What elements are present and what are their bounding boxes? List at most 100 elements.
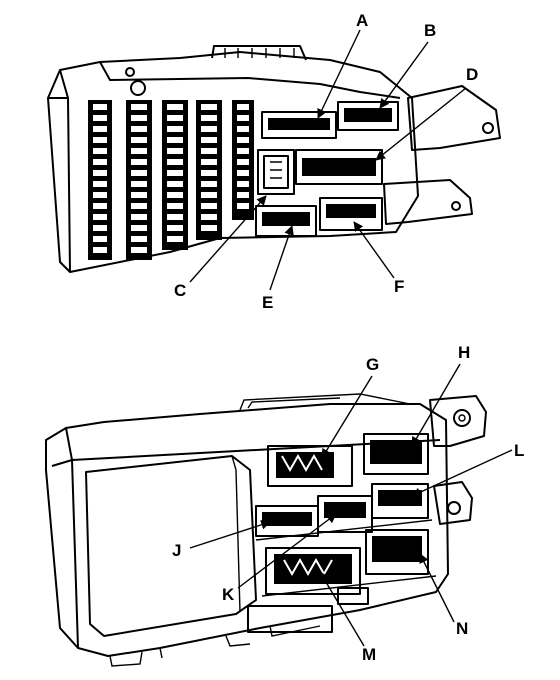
connector-e-socket — [255, 205, 317, 237]
fuse-slot — [201, 159, 217, 165]
fuse-slot — [93, 137, 107, 143]
callout-g: G — [321, 355, 379, 459]
fuse-slot — [237, 192, 249, 198]
fuse-slot — [131, 225, 147, 231]
fuse-slot — [201, 148, 217, 154]
svg-text:H: H — [458, 343, 470, 362]
svg-text:N: N — [456, 619, 468, 638]
svg-text:L: L — [514, 441, 524, 460]
fuse-slot — [93, 159, 107, 165]
fuse-slot — [131, 247, 147, 253]
fuse-slot — [201, 225, 217, 231]
callout-e: E — [262, 225, 294, 312]
fuse-slot — [237, 203, 249, 209]
connector-b-socket — [337, 101, 399, 131]
fuse-slot — [201, 203, 217, 209]
fuse-slot — [237, 137, 249, 143]
fuse-slot — [237, 159, 249, 165]
fuse-slot — [237, 148, 249, 154]
fuse-slot — [131, 115, 147, 121]
fuse-slot — [93, 115, 107, 121]
fuse-slot — [237, 104, 249, 110]
fuse-slot — [237, 181, 249, 187]
svg-text:J: J — [172, 541, 181, 560]
fuse-slot — [93, 192, 107, 198]
svg-text:A: A — [356, 11, 368, 30]
fuse-slot — [167, 148, 183, 154]
fuse-slot — [201, 104, 217, 110]
callout-k: K — [222, 513, 337, 604]
connector-d-socket — [295, 149, 383, 185]
fuse-slot — [131, 170, 147, 176]
fuse-slot — [131, 203, 147, 209]
fuse-slot — [93, 203, 107, 209]
fuse-slot — [131, 214, 147, 220]
callout-b: B — [379, 21, 436, 109]
fuse-slot — [167, 104, 183, 110]
connector-c-socket — [257, 149, 295, 195]
upper-junction-block — [47, 45, 501, 273]
callout-f: F — [353, 221, 404, 296]
svg-text:C: C — [174, 281, 186, 300]
fuse-slot — [167, 126, 183, 132]
fuse-slot — [201, 170, 217, 176]
svg-text:F: F — [394, 277, 404, 296]
connector-f-socket — [319, 197, 383, 231]
svg-text:K: K — [222, 585, 235, 604]
fuse-slot — [93, 236, 107, 242]
fuse-slot — [167, 137, 183, 143]
connector-g-socket — [267, 445, 353, 487]
fuse-slot — [167, 170, 183, 176]
fuse-slot — [93, 247, 107, 253]
fuse-slot — [167, 192, 183, 198]
fuse-slot — [201, 115, 217, 121]
fuse-slot — [93, 181, 107, 187]
connector-a-socket — [261, 111, 337, 139]
fuse-slot — [237, 170, 249, 176]
fuse-slot — [167, 203, 183, 209]
fuse-slot — [167, 225, 183, 231]
callout-c: C — [174, 195, 267, 300]
fuse-slot — [131, 104, 147, 110]
fuse-slot — [131, 159, 147, 165]
fuse-slot — [237, 115, 249, 121]
fuse-slot — [93, 104, 107, 110]
callout-n: N — [419, 553, 468, 638]
fuse-slot — [93, 126, 107, 132]
fuse-array — [88, 100, 254, 260]
svg-text:B: B — [424, 21, 436, 40]
connector-n-socket — [365, 529, 429, 575]
callout-d: D — [375, 65, 478, 161]
fuse-slot — [201, 214, 217, 220]
connector-k-socket — [317, 495, 373, 533]
fuse-slot — [131, 148, 147, 154]
connector-l-socket — [371, 483, 429, 519]
fuse-slot — [201, 181, 217, 187]
callout-m: M — [319, 571, 376, 664]
connector-h-socket — [363, 433, 429, 475]
fuse-slot — [201, 137, 217, 143]
fuse-slot — [93, 148, 107, 154]
lower-junction-block — [45, 393, 487, 667]
callout-h: H — [411, 343, 470, 447]
fuse-slot — [93, 214, 107, 220]
callout-a: A — [317, 11, 368, 119]
connector-m-socket — [265, 547, 361, 595]
fuse-slot — [167, 159, 183, 165]
fuse-slot — [167, 115, 183, 121]
callout-j: J — [172, 520, 271, 560]
fuse-slot — [131, 192, 147, 198]
connector-j-socket — [255, 505, 319, 537]
svg-text:E: E — [262, 293, 273, 312]
fuse-slot — [131, 236, 147, 242]
fuse-slot — [237, 126, 249, 132]
svg-text:M: M — [362, 645, 376, 664]
callout-l: L — [411, 441, 524, 497]
fuse-slot — [167, 214, 183, 220]
svg-text:D: D — [466, 65, 478, 84]
fuse-slot — [93, 170, 107, 176]
fuse-slot — [167, 181, 183, 187]
fuse-slot — [167, 236, 183, 242]
fuse-slot — [131, 181, 147, 187]
